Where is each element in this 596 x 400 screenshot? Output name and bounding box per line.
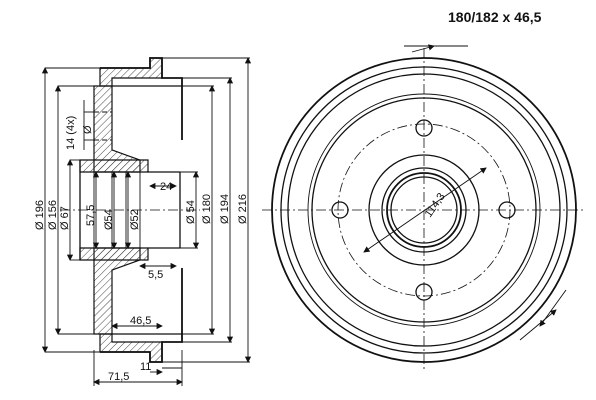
hub-flange-top	[93, 85, 141, 173]
label-d180: Ø 180	[201, 194, 213, 224]
label-d55: 5,5	[148, 269, 163, 281]
label-pcd: 114,3	[423, 191, 448, 220]
label-d57: 57,5	[85, 205, 97, 226]
label-d465: 46,5	[130, 315, 151, 327]
left-dimensions	[41, 67, 177, 353]
label-d196: Ø 196	[34, 200, 46, 230]
label-d52: Ø52	[129, 209, 141, 230]
label-d54-inner: Ø54	[103, 209, 115, 230]
front-view	[262, 44, 586, 372]
drum-wall-top	[99, 57, 163, 87]
hub-bore-bottom	[79, 247, 149, 261]
drum-size-title: 180/182 x 46,5	[448, 9, 542, 25]
label-d54-outer: Ø 54	[185, 200, 197, 224]
label-d216: Ø 216	[237, 194, 249, 224]
drum-wall-bottom	[99, 333, 163, 363]
label-d715: 71,5	[108, 371, 129, 383]
label-hole-count: 14 (4x)	[65, 116, 77, 150]
hub-bore-top	[79, 159, 149, 173]
label-hole-diameter: Ø	[82, 125, 94, 134]
label-d67: Ø 67	[59, 206, 71, 230]
label-d24: 24	[160, 181, 172, 193]
label-d11: 11	[140, 361, 151, 373]
bottom-dimensions	[93, 262, 183, 386]
label-d156: Ø 156	[47, 200, 59, 230]
label-d194: Ø 194	[219, 194, 231, 224]
right-dimensions	[162, 57, 252, 363]
